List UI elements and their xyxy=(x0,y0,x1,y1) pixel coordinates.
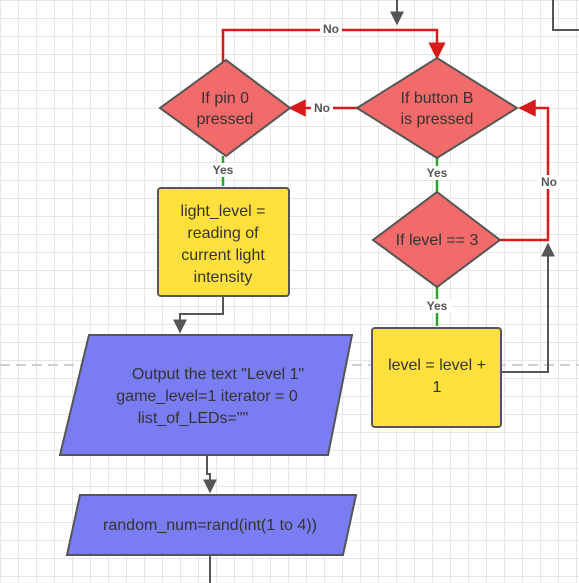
edge-label-buttonb-no: No xyxy=(314,101,330,115)
io-output-line2: game_level=1 iterator = 0 xyxy=(116,388,298,405)
io-random-num[interactable]: random_num=rand(int(1 to 4)) xyxy=(65,494,358,556)
edge-label-pin0-yes: Yes xyxy=(213,163,234,177)
decision-pin0-pressed[interactable]: If pin 0 pressed xyxy=(158,58,292,158)
io-output-line3: list_of_LEDs="" xyxy=(138,410,249,427)
connector-level3-no[interactable] xyxy=(500,99,550,242)
edge-label-level3-no: No xyxy=(541,175,557,189)
edge-label-pin0-no: No xyxy=(323,22,339,36)
connector-top-right[interactable] xyxy=(552,0,579,31)
decision-level3-line1: If level == 3 xyxy=(396,232,479,249)
io-output-line1: Output the text "Level 1" xyxy=(132,366,304,383)
connector-increment-loop[interactable] xyxy=(500,242,555,373)
decision-buttonb-line2: is pressed xyxy=(401,111,474,128)
decision-level-equals-3[interactable]: If level == 3 xyxy=(371,190,502,289)
process-increment-line1: level = level + xyxy=(388,357,486,374)
process-light-line2: reading of xyxy=(187,225,259,242)
process-increment-line2: 1 xyxy=(433,379,442,396)
io-random-line1: random_num=rand(int(1 to 4)) xyxy=(103,517,317,534)
io-output-level1[interactable]: Output the text "Level 1" game_level=1 i… xyxy=(58,334,354,456)
decision-button-b-pressed[interactable]: If button B is pressed xyxy=(355,56,519,160)
process-light-line1: light_level = xyxy=(181,203,266,220)
decision-buttonb-line1: If button B xyxy=(401,90,474,107)
process-light-line3: current light xyxy=(181,247,265,264)
connector-light-to-output[interactable] xyxy=(173,296,224,334)
decision-pin0-line1: If pin 0 xyxy=(201,90,249,107)
process-light-line4: intensity xyxy=(194,269,253,286)
edge-label-level3-yes: Yes xyxy=(427,299,448,313)
edge-label-buttonb-yes: Yes xyxy=(427,166,448,180)
decision-pin0-line2: pressed xyxy=(197,111,254,128)
process-level-increment[interactable]: level = level + 1 xyxy=(371,327,502,428)
process-light-level[interactable]: light_level = reading of current light i… xyxy=(157,187,290,297)
connector-output-to-random[interactable] xyxy=(203,455,217,494)
